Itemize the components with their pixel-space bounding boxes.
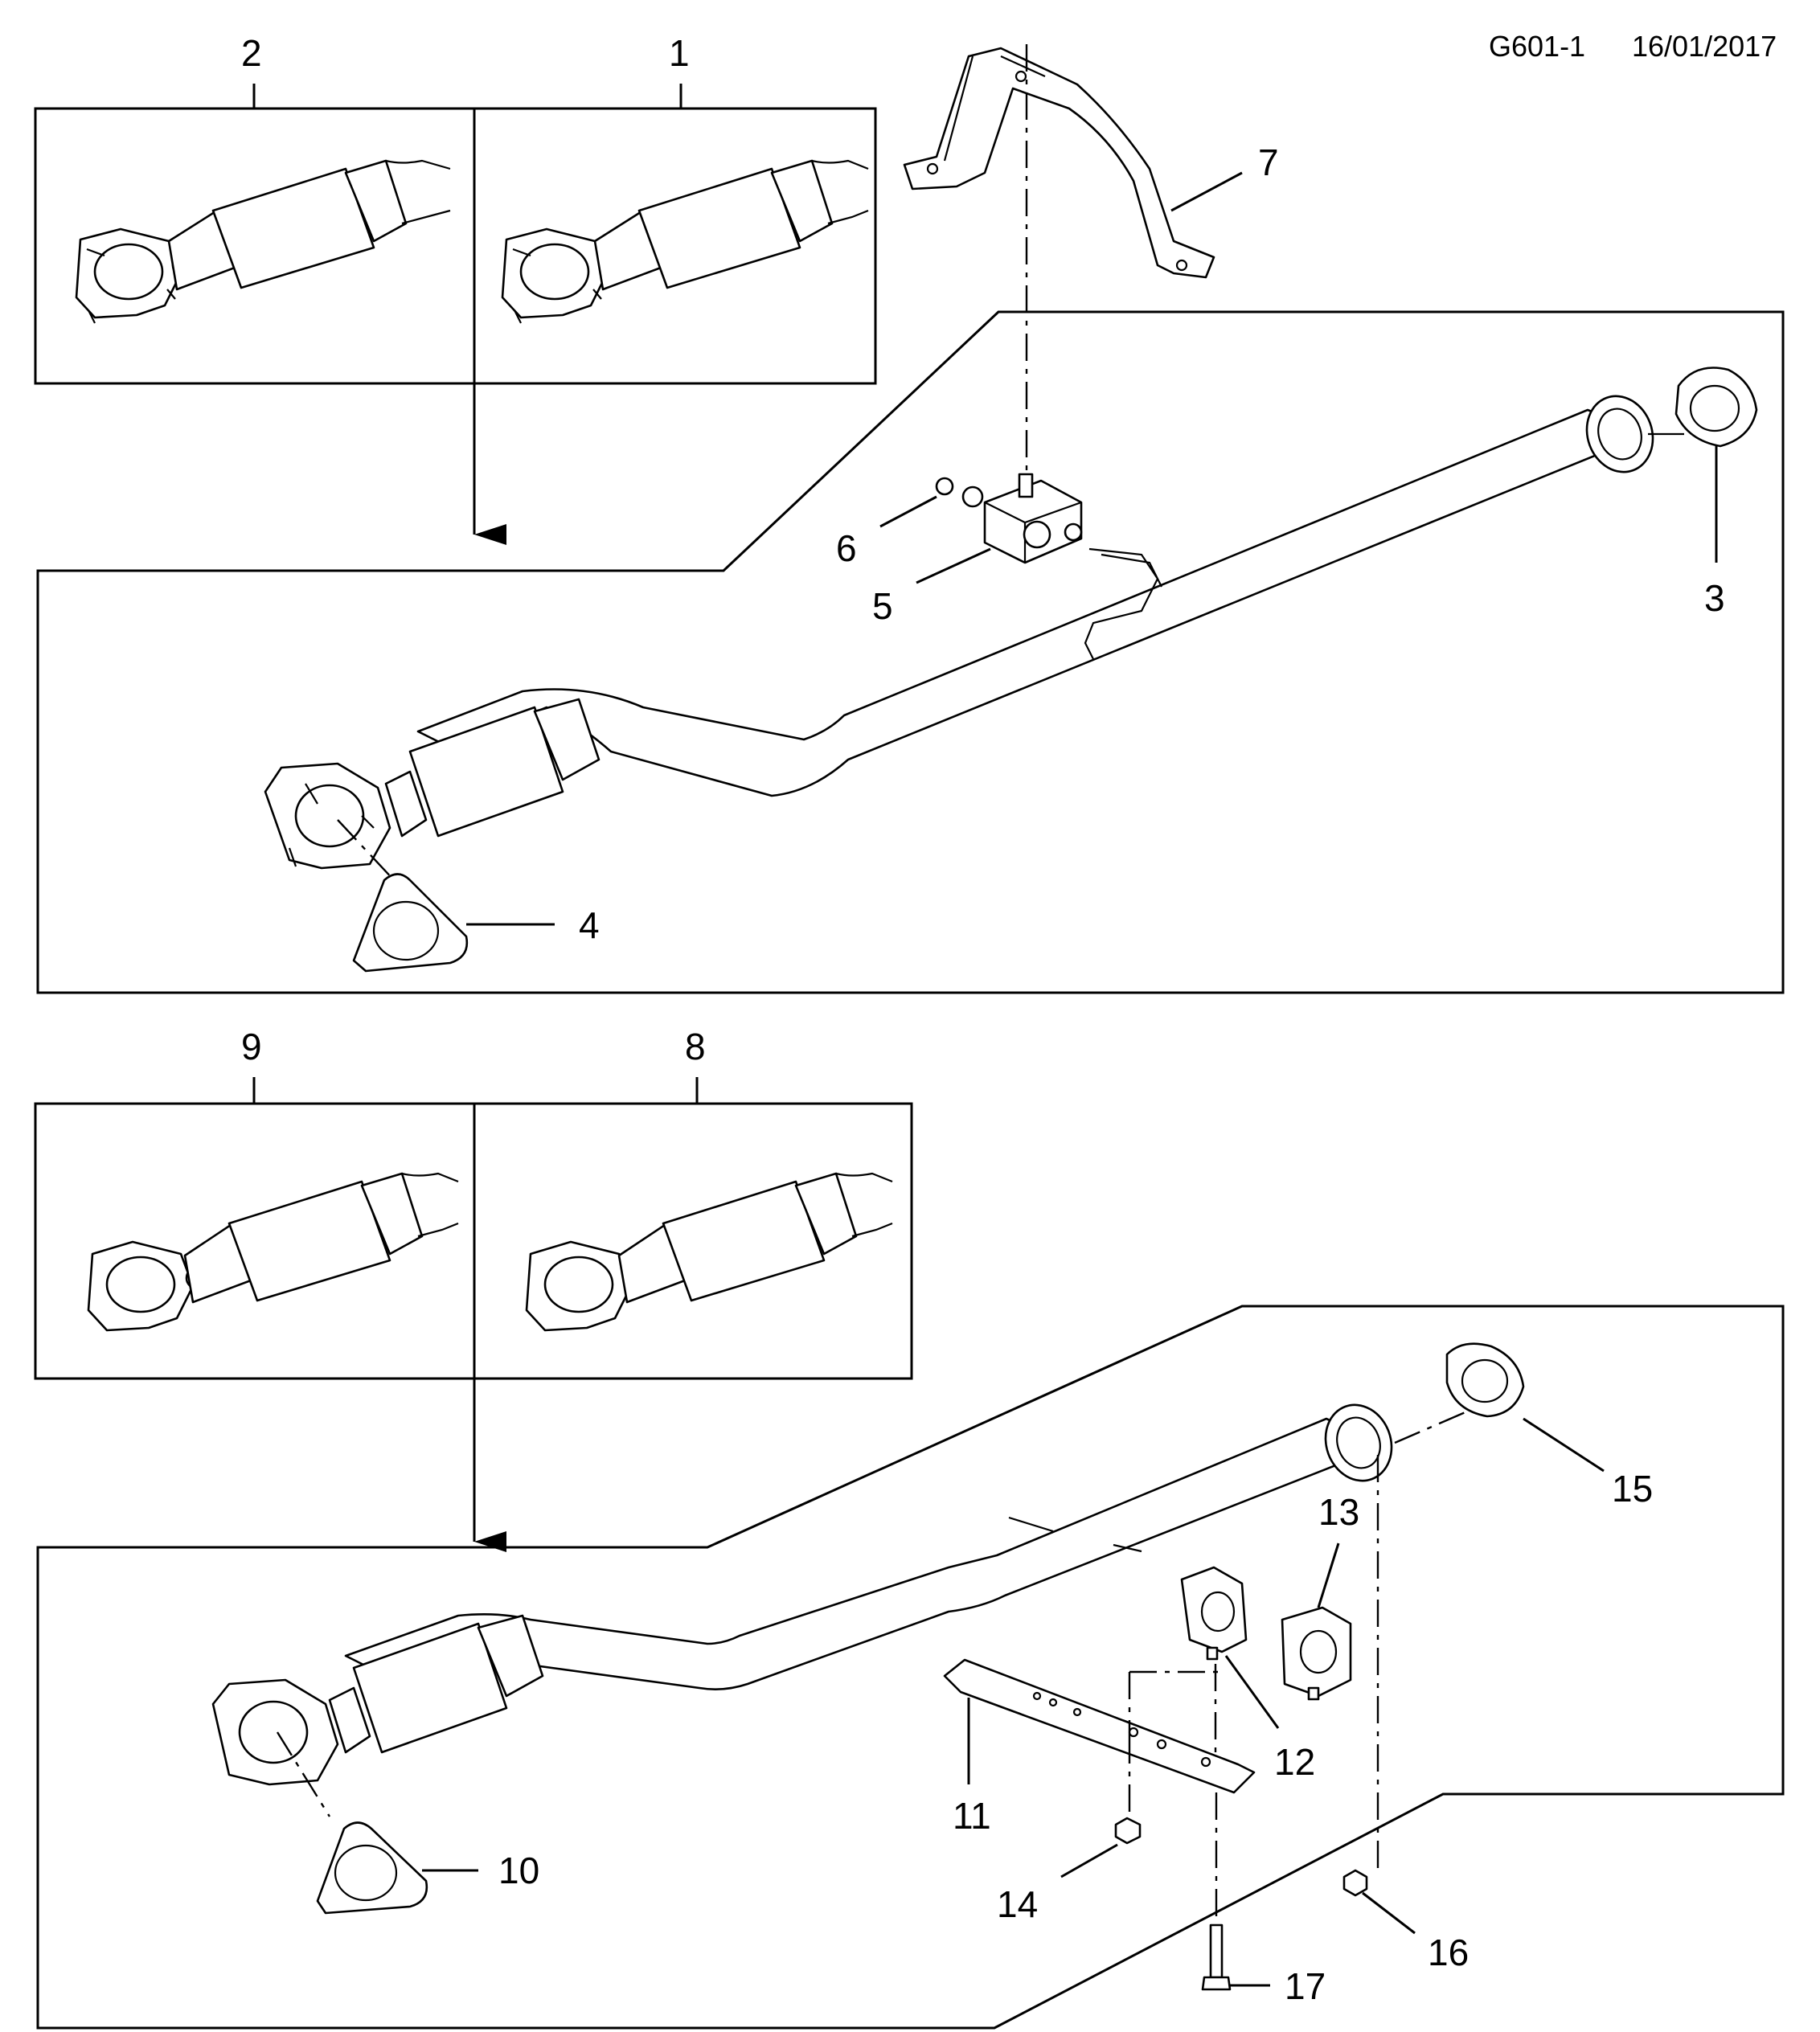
catalytic-converter-variant-9 (87, 1172, 459, 1332)
main-frame-top (36, 310, 1785, 994)
callout-10: 10 (498, 1850, 539, 1891)
callout-1: 1 (669, 32, 690, 74)
callout-5: 5 (872, 585, 893, 627)
exhaust-pipe-top (264, 395, 1684, 870)
callout-6: 6 (836, 527, 857, 569)
gasket-10 (316, 1821, 428, 1915)
bolt-17 (1201, 1923, 1232, 1991)
diagram-code: G601-1 (1489, 30, 1585, 63)
washer-set (935, 477, 1083, 542)
catalytic-converter-variant-2 (75, 159, 451, 324)
callout-12: 12 (1274, 1741, 1315, 1783)
gasket-4 (352, 873, 469, 973)
callout-2: 2 (241, 32, 262, 74)
callout-4: 4 (579, 904, 600, 946)
support-plate (943, 1658, 1256, 1794)
callout-15: 15 (1612, 1468, 1653, 1510)
exhaust-pipe-bottom (211, 1403, 1393, 1786)
callout-11: 11 (953, 1795, 991, 1837)
callout-9: 9 (241, 1026, 262, 1067)
main-frame-bottom (36, 1305, 1785, 2030)
callout-16: 16 (1428, 1932, 1469, 1973)
rubber-hanger-block (983, 473, 1083, 564)
callout-13: 13 (1318, 1491, 1359, 1533)
callout-8: 8 (685, 1026, 706, 1067)
nut-14 (1114, 1817, 1142, 1845)
callout-7: 7 (1258, 141, 1279, 183)
callout-14: 14 (997, 1883, 1038, 1925)
gasket-15 (1445, 1342, 1525, 1418)
gasket-3 (1674, 367, 1758, 448)
rubber-mount-13 (1281, 1606, 1352, 1701)
rubber-mount-12 (1180, 1566, 1248, 1661)
catalytic-converter-variant-1 (501, 159, 869, 324)
exhaust-bracket (903, 47, 1215, 279)
callout-17: 17 (1285, 1965, 1326, 2007)
nut-16 (1342, 1869, 1368, 1897)
callout-3: 3 (1704, 577, 1725, 619)
catalytic-converter-variant-8 (525, 1172, 893, 1332)
diagram-date: 16/01/2017 (1632, 30, 1777, 63)
